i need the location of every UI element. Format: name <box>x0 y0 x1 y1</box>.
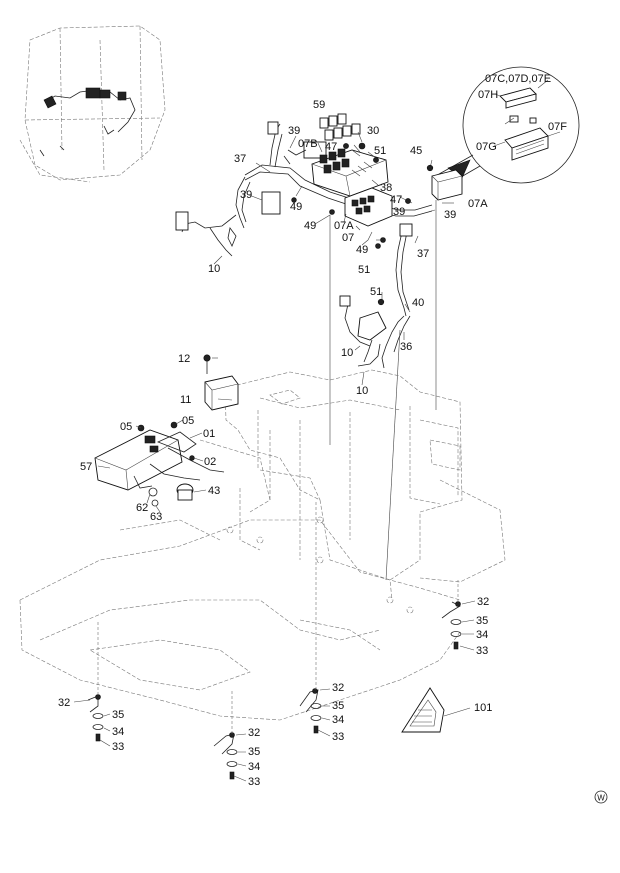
label-07c-07d-07e: 07C,07D,07E <box>485 73 551 85</box>
label-45: 45 <box>410 145 422 157</box>
mount-set-d <box>213 732 247 782</box>
label-07a: 07A <box>468 198 488 210</box>
label-35: 35 <box>248 746 260 758</box>
small-parts-left <box>137 421 195 507</box>
label-34: 34 <box>248 761 260 773</box>
corner-mark: W <box>594 790 608 804</box>
label-32: 32 <box>332 682 344 694</box>
label-39: 39 <box>240 189 252 201</box>
side-harness <box>339 223 413 369</box>
label-34: 34 <box>332 714 344 726</box>
label-33: 33 <box>248 776 260 788</box>
label-39: 39 <box>393 206 405 218</box>
upper-leader-lines <box>213 131 454 386</box>
label-07h: 07H <box>478 89 498 101</box>
label-35: 35 <box>476 615 488 627</box>
manual-holder-101 <box>401 687 471 733</box>
label-12: 12 <box>178 353 190 365</box>
left-leader-lines <box>97 357 233 513</box>
label-10: 10 <box>208 263 220 275</box>
label-63: 63 <box>150 511 162 523</box>
floor-frame <box>19 369 506 721</box>
mount-set-c <box>299 688 331 737</box>
bolt-12 <box>203 354 211 374</box>
buzzer-11 <box>204 375 239 411</box>
label-05: 05 <box>182 415 194 427</box>
relay-module-07a <box>344 187 393 227</box>
label-37: 37 <box>234 153 246 165</box>
label-05: 05 <box>120 421 132 433</box>
label-35: 35 <box>112 709 124 721</box>
fuse-relay-box <box>311 148 389 197</box>
label-51: 51 <box>370 286 382 298</box>
label-47: 47 <box>325 141 337 153</box>
label-39: 39 <box>288 125 300 137</box>
label-47: 47 <box>390 194 402 206</box>
label-59: 59 <box>313 99 325 111</box>
label-37: 37 <box>417 248 429 260</box>
cab-overview-thumbnail <box>19 25 166 183</box>
label-49: 49 <box>290 201 302 213</box>
label-07g: 07G <box>476 141 497 153</box>
label-33: 33 <box>476 645 488 657</box>
relay-set-59 <box>319 113 361 141</box>
switch-panel-assembly <box>94 429 225 491</box>
label-07a: 07A <box>334 220 354 232</box>
label-32: 32 <box>248 727 260 739</box>
label-07f: 07F <box>548 121 567 133</box>
connector-detail-callout <box>431 66 580 189</box>
connector-07h <box>499 87 537 109</box>
label-32: 32 <box>58 697 70 709</box>
label-01: 01 <box>203 428 215 440</box>
label-02: 02 <box>204 456 216 468</box>
controller-box <box>431 169 463 201</box>
label-34: 34 <box>476 629 488 641</box>
label-10: 10 <box>341 347 353 359</box>
upper-wire-harness <box>175 121 433 257</box>
label-62: 62 <box>136 502 148 514</box>
switch-43 <box>176 483 194 501</box>
label-35: 35 <box>332 700 344 712</box>
label-33: 33 <box>112 741 124 753</box>
label-43: 43 <box>208 485 220 497</box>
label-34: 34 <box>112 726 124 738</box>
label-30: 30 <box>367 125 379 137</box>
label-36: 36 <box>400 341 412 353</box>
label-49: 49 <box>304 220 316 232</box>
label-07b: 07B <box>298 138 318 150</box>
mount-set-a <box>441 600 476 651</box>
corner-mark-letter: W <box>597 794 605 803</box>
mount-set-b <box>73 694 111 747</box>
label-10: 10 <box>356 385 368 397</box>
label-57: 57 <box>80 461 92 473</box>
label-101: 101 <box>474 702 492 714</box>
label-07: 07 <box>342 232 354 244</box>
label-51: 51 <box>374 145 386 157</box>
label-39: 39 <box>444 209 456 221</box>
label-33: 33 <box>332 731 344 743</box>
upper-bolts <box>291 142 434 306</box>
label-32: 32 <box>477 596 489 608</box>
label-11: 11 <box>180 394 191 406</box>
label-38: 38 <box>380 182 392 194</box>
bracket-01 <box>156 431 197 453</box>
mount-dashed-lines <box>97 500 459 734</box>
reference-lines <box>329 200 437 581</box>
label-51: 51 <box>358 264 370 276</box>
part-labels: 59 39 30 07B 47 51 45 37 39 49 38 47 07A… <box>58 73 567 788</box>
label-40: 40 <box>412 297 424 309</box>
connector-07f <box>504 127 549 161</box>
label-49: 49 <box>356 244 368 256</box>
